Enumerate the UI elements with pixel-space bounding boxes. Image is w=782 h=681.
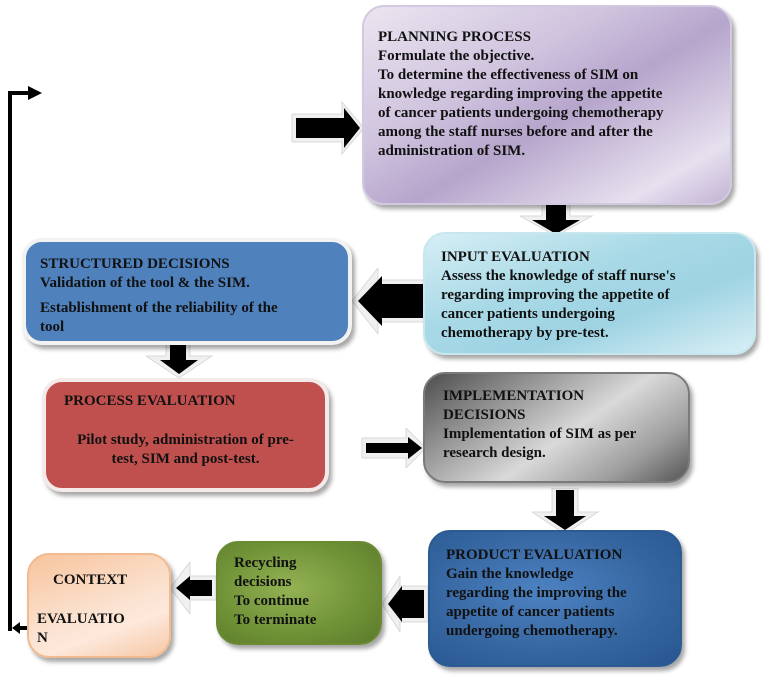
planning-process-line: administration of SIM. [378, 143, 526, 159]
recycling-decisions-line: decisions [234, 574, 292, 590]
input-evaluation-line: Assess the knowledge of staff nurse's [441, 268, 676, 284]
product-evaluation-line: undergoing chemotherapy. [446, 623, 618, 639]
planning-process-title: PLANNING PROCESS [378, 29, 531, 45]
feedback-loop-bottom-arrowhead-icon [12, 622, 32, 634]
feedback-loop-vertical [8, 91, 12, 631]
arrow-down-icon [532, 488, 600, 534]
product-evaluation-title: PRODUCT EVALUATION [446, 547, 623, 563]
feedback-loop-top [8, 91, 32, 95]
input-evaluation-line: regarding improving the appetite of [441, 287, 670, 303]
process-evaluation-line: test, SIM and post-test. [111, 451, 260, 467]
planning-process-box: PLANNING PROCESS Formulate the objective… [362, 5, 732, 205]
feedback-loop-top-arrowhead-icon [28, 86, 42, 100]
context-evaluation-box: CONTEXT EVALUATIO N [27, 553, 171, 658]
input-evaluation-line: chemotherapy by pre-test. [441, 325, 609, 341]
recycling-decisions-line: To continue [234, 593, 309, 609]
planning-process-line: knowledge regarding improving the appeti… [378, 86, 663, 102]
planning-process-line: of cancer patients undergoing chemothera… [378, 105, 664, 121]
context-evaluation-line: CONTEXT [53, 572, 128, 588]
structured-decisions-box: STRUCTURED DECISIONS Validation of the t… [22, 238, 352, 345]
arrow-left-icon [351, 268, 429, 334]
recycling-decisions-line: Recycling [234, 555, 297, 571]
process-evaluation-line: Pilot study, administration of pre- [77, 432, 294, 448]
input-evaluation-box: INPUT EVALUATION Assess the knowledge of… [423, 232, 756, 355]
input-evaluation-line: cancer patients undergoing [441, 306, 615, 322]
process-evaluation-title: PROCESS EVALUATION [64, 393, 236, 409]
structured-decisions-title: STRUCTURED DECISIONS [40, 256, 230, 272]
planning-process-line: among the staff nurses before and after … [378, 124, 653, 140]
arrow-right-icon [361, 428, 426, 468]
arrow-left-icon [169, 562, 217, 614]
implementation-decisions-line: research design. [443, 445, 546, 461]
product-evaluation-line: Gain the knowledge [446, 566, 574, 582]
implementation-decisions-line: Implementation of SIM as per [443, 426, 637, 442]
structured-decisions-line: Validation of the tool & the SIM. [40, 275, 250, 291]
product-evaluation-box: PRODUCT EVALUATION Gain the knowledge re… [428, 530, 682, 667]
arrow-left-icon [381, 576, 429, 632]
product-evaluation-line: appetite of cancer patients [446, 604, 615, 620]
planning-process-line: To determine the effectiveness of SIM on [378, 67, 639, 83]
arrow-right-icon [291, 100, 365, 156]
implementation-decisions-title: IMPLEMENTATION [443, 388, 585, 404]
product-evaluation-line: regarding the improving the [446, 585, 627, 601]
structured-decisions-line: Establishment of the reliability of the [40, 300, 278, 316]
recycling-decisions-box: Recycling decisions To continue To termi… [216, 541, 382, 645]
structured-decisions-line: tool [40, 319, 65, 335]
context-evaluation-line: EVALUATIO [37, 611, 125, 627]
implementation-decisions-box: IMPLEMENTATION DECISIONS Implementation … [423, 372, 690, 483]
input-evaluation-title: INPUT EVALUATION [441, 249, 590, 265]
recycling-decisions-line: To terminate [234, 612, 317, 628]
process-evaluation-box: PROCESS EVALUATION Pilot study, administ… [42, 378, 329, 492]
planning-process-line: Formulate the objective. [378, 48, 535, 64]
context-evaluation-line: N [37, 630, 48, 646]
implementation-decisions-title: DECISIONS [443, 407, 526, 423]
